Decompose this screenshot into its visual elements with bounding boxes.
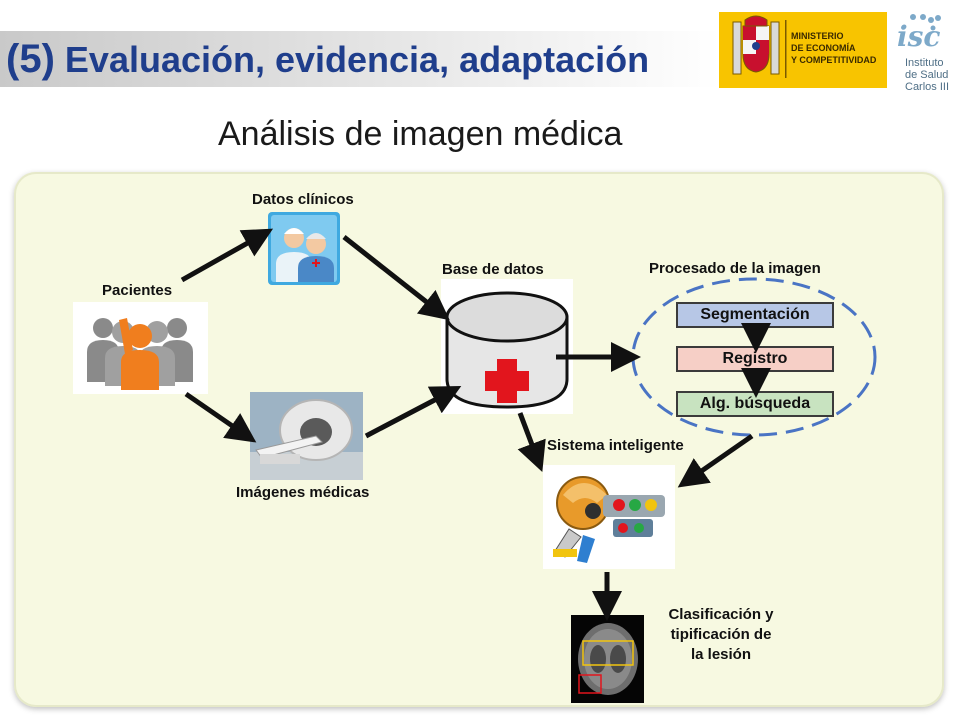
clasificacion-line-2: tipificación de (670, 626, 772, 643)
processing-ellipse (631, 277, 877, 437)
brain-scan-icon (571, 615, 644, 703)
robot-icon (543, 465, 675, 569)
title-bar (0, 31, 720, 87)
label-procesado: Procesado de la imagen (649, 260, 821, 277)
isciii-logo-mark: isc Instituto de Salud Carlos III (897, 14, 949, 93)
patients-icon (73, 302, 208, 394)
arrow-imagenes-db (364, 386, 462, 439)
ministry-line-2: DE ECONOMÍA (791, 43, 856, 53)
slide-subtitle: Análisis de imagen médica (218, 115, 623, 153)
label-clasificacion: Clasificación y tipificación de la lesió… (656, 605, 786, 665)
ministry-line-3: Y COMPETITIVIDAD (791, 55, 877, 65)
diagram-panel (14, 172, 944, 707)
mri-scanner-icon (250, 392, 363, 480)
arrow-datos-db (342, 235, 450, 321)
label-sistema-inteligente: Sistema inteligente (547, 437, 684, 454)
step-segmentacion: Segmentación (676, 302, 834, 328)
slide-title-text: Evaluación, evidencia, adaptación (64, 39, 650, 80)
arrow-db-sistema (517, 412, 546, 473)
isciii-line-2: de Salud (905, 69, 948, 81)
isciii-line-1: Instituto (905, 57, 944, 69)
arrow-pacientes-datos (180, 228, 274, 283)
isciii-line-3: Carlos III (905, 81, 949, 93)
ministry-line-1: MINISTERIO (791, 31, 844, 41)
ministry-logo: MINISTERIO DE ECONOMÍA Y COMPETITIVIDAD (719, 12, 887, 88)
label-datos-clinicos: Datos clínicos (252, 191, 354, 208)
clasificacion-line-3: la lesión (690, 646, 752, 663)
medical-staff-icon (268, 212, 340, 285)
arrow-procesado-sistema (677, 433, 754, 488)
isciii-logo: isc Instituto de Salud Carlos III (893, 12, 955, 102)
clasificacion-line-1: Clasificación y (668, 606, 774, 623)
coat-of-arms-icon: MINISTERIO DE ECONOMÍA Y COMPETITIVIDAD (732, 15, 877, 78)
isciii-mark-text: isc (897, 20, 940, 53)
slide-title: (5) Evaluación, evidencia, adaptación (6, 36, 649, 83)
slide-number: (5) (6, 37, 55, 81)
label-base-de-datos: Base de datos (442, 261, 544, 278)
label-pacientes: Pacientes (102, 282, 173, 299)
label-imagenes-medicas: Imágenes médicas (236, 484, 370, 501)
arrow-pacientes-imagenes (184, 391, 257, 443)
